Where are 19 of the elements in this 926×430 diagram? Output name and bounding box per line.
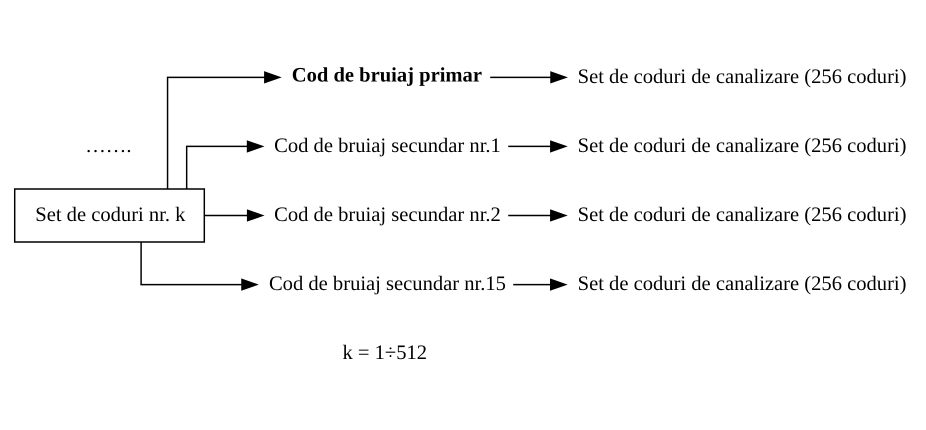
node-text: Cod de bruiaj primar — [292, 64, 482, 86]
node-text: Cod de bruiaj secundar nr.2 — [274, 203, 501, 226]
node-text: Set de coduri de canalizare (256 coduri) — [578, 272, 907, 295]
arrow — [140, 242, 259, 290]
node-text: Cod de bruiaj secundar nr.1 — [274, 134, 501, 156]
arrow — [508, 140, 568, 152]
arrow — [204, 208, 265, 222]
label: ……. — [85, 134, 132, 156]
node-text: Set de coduri de canalizare (256 coduri) — [578, 65, 907, 88]
node-text: Set de coduri de canalizare (256 coduri) — [578, 134, 907, 156]
arrow — [166, 70, 282, 188]
node-text: Cod de bruiaj secundar nr.15 — [268, 272, 506, 295]
node-box: Set de coduri nr. k — [14, 188, 206, 242]
node-text: Set de coduri de canalizare (256 coduri) — [578, 203, 907, 226]
arrow — [186, 140, 264, 188]
arrow — [513, 278, 568, 290]
label: k = 1÷512 — [342, 342, 428, 364]
arrow — [490, 70, 568, 84]
arrow — [508, 208, 568, 222]
